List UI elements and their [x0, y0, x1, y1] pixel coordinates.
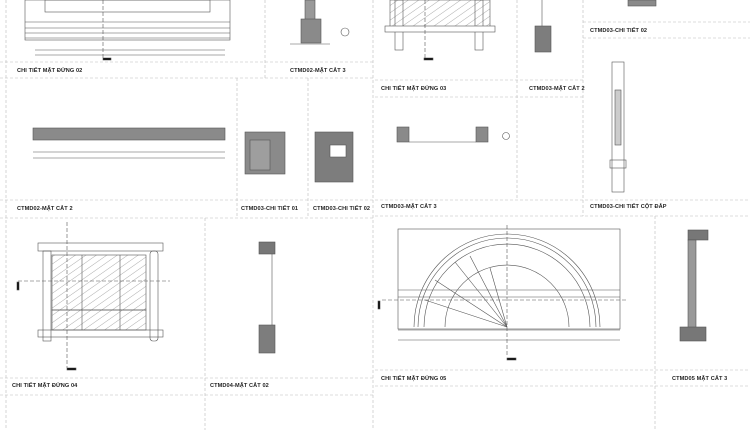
view-title-ctmd03-section3: CTMD03-MẶT CẮT 3	[381, 204, 437, 210]
view-title-ctmd02-section3: CTMD02-MẶT CẮT 3	[290, 68, 346, 74]
view-title-ctmd03-section2: CTMD03-MẶT CẮT 2	[529, 86, 585, 92]
drawing-ctmd03-section2	[534, 0, 552, 53]
view-title-ctmd03-elevation: CHI TIẾT MẶT ĐỨNG 03	[381, 86, 447, 92]
view-title-ctmd02-elevation: CHI TIẾT MẶT ĐỨNG 02	[17, 68, 83, 74]
drawing-ctmd02-section3	[290, 0, 350, 45]
view-title-ctmd04-elevation: CHI TIẾT MẶT ĐỨNG 04	[12, 383, 78, 389]
drawing-ctmd02-elevation	[24, 0, 231, 61]
drawing-ctmd03-detail02	[314, 131, 354, 183]
view-title-ctmd04-section02: CTMD04-MẶT CẮT 02	[210, 383, 269, 389]
drawing-ctmd04-elevation	[16, 222, 170, 371]
view-title-ctmd03-column: CTMD03-CHI TIẾT CỘT ĐẮP	[590, 204, 667, 210]
drawing-ctmd03-detail02-top	[627, 0, 657, 7]
view-title-ctmd03-detail02: CTMD03-CHI TIẾT 02	[313, 206, 371, 212]
drawing-ctmd05-elevation	[377, 225, 628, 361]
view-title-ctmd02-section2: CTMD02-MẶT CẮT 2	[17, 206, 73, 212]
view-title-ctmd05-elevation: CHI TIẾT MẶT ĐỨNG 05	[381, 376, 447, 382]
view-title-ctmd03-detail01: CTMD03-CHI TIẾT 01	[241, 206, 299, 212]
view-title-ctmd05-section3: CTMD05 MẶT CẮT 3	[672, 376, 728, 382]
drawing-ctmd03-column	[609, 61, 627, 193]
view-title-ctmd03-detail02-top: CTMD03-CHI TIẾT 02	[590, 28, 648, 34]
drawing-ctmd04-section02	[258, 241, 276, 354]
drawing-ctmd03-section3	[396, 126, 510, 143]
drawing-ctmd03-detail01	[244, 131, 286, 175]
drawing-ctmd02-section2	[32, 127, 226, 159]
drawing-ctmd05-section3	[679, 229, 709, 342]
drawing-ctmd03-elevation	[384, 0, 496, 61]
